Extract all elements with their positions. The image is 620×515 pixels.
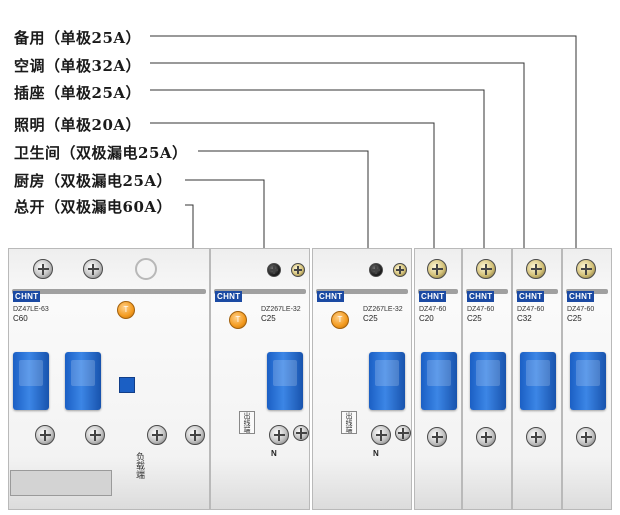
brand-logo: CHNT (317, 291, 345, 302)
rating-label: C20 (419, 314, 434, 323)
toggle-lever (65, 352, 101, 410)
breaker-lighting: CHNT DZ47-60 C20 (414, 248, 462, 510)
model-label: DZ47-60 (467, 306, 495, 313)
brand-logo: CHNT (13, 291, 41, 302)
test-button-icon: T (229, 311, 247, 329)
label-lighting: 照明（单极20A） (14, 116, 142, 134)
screw-icon (476, 427, 496, 447)
rating-label: C25 (261, 314, 276, 323)
screw-icon (33, 259, 53, 279)
breaker-ac: CHNT DZ47-60 C32 (512, 248, 562, 510)
screw-icon (147, 425, 167, 445)
toggle-lever (267, 352, 303, 410)
brand-logo: CHNT (517, 291, 545, 302)
brand-logo: CHNT (467, 291, 495, 302)
load-side-label: 负载端 (134, 452, 144, 479)
label-socket: 插座（单极25A） (14, 84, 142, 102)
leader-line-kitchen (185, 179, 265, 252)
screw-icon (576, 259, 596, 279)
test-button-icon: T (331, 311, 349, 329)
toggle-lever (421, 352, 457, 410)
toggle-lever (13, 352, 49, 410)
model-label: DZ47LE-63 (13, 306, 49, 313)
brand-logo: CHNT (419, 291, 447, 302)
screw-icon (393, 263, 407, 277)
screw-icon (185, 425, 205, 445)
model-label: DZ47-60 (567, 306, 595, 313)
leader-line-lighting (150, 122, 435, 252)
rating-label: C32 (517, 314, 532, 323)
terminal-ring-icon (135, 258, 157, 280)
toggle-lever (369, 352, 405, 410)
breaker-bathroom: CHNT DZ267LE-32 C25 T 出线端 N (312, 248, 412, 510)
model-label: DZ47-60 (419, 306, 447, 313)
test-button-icon: T (117, 301, 135, 319)
breaker-spare: CHNT DZ47-60 C25 (562, 248, 612, 510)
leader-line-main (185, 204, 194, 252)
label-ac: 空调（单极32A） (14, 57, 142, 75)
din-foot (10, 470, 112, 496)
neutral-mark: N (271, 449, 277, 458)
toggle-lever (520, 352, 556, 410)
model-label: DZ267LE-32 (261, 306, 301, 313)
rating-label: C25 (467, 314, 482, 323)
toggle-lever (470, 352, 506, 410)
breaker-kitchen: CHNT DZ267LE-32 C25 T 出线端 N (210, 248, 310, 510)
screw-icon (369, 263, 383, 277)
breaker-main: CHNT DZ47LE-63 C60 T (8, 248, 210, 510)
reset-button-icon (119, 377, 135, 393)
label-spare: 备用（单极25A） (14, 29, 142, 47)
label-kitchen: 厨房（双极漏电25A） (14, 172, 173, 190)
model-label: DZ267LE-32 (363, 306, 403, 313)
neutral-mark: N (373, 449, 379, 458)
screw-icon (526, 259, 546, 279)
brand-logo: CHNT (567, 291, 595, 302)
leader-line-spare (150, 35, 577, 252)
rating-label: C60 (13, 314, 28, 323)
screw-icon (35, 425, 55, 445)
outlet-label: 出线端 (341, 411, 357, 434)
toggle-lever (570, 352, 606, 410)
screw-icon (526, 427, 546, 447)
screw-icon (267, 263, 281, 277)
screw-icon (476, 259, 496, 279)
screw-icon (291, 263, 305, 277)
screw-icon (269, 425, 289, 445)
screw-icon (293, 425, 309, 441)
breaker-socket: CHNT DZ47-60 C25 (462, 248, 512, 510)
rating-label: C25 (567, 314, 582, 323)
rating-label: C25 (363, 314, 378, 323)
screw-icon (371, 425, 391, 445)
brand-logo: CHNT (215, 291, 243, 302)
screw-icon (427, 427, 447, 447)
screw-icon (395, 425, 411, 441)
model-label: DZ47-60 (517, 306, 545, 313)
leader-line-ac (150, 62, 525, 252)
outlet-label: 出线端 (239, 411, 255, 434)
label-main: 总开（双极漏电60A） (14, 198, 173, 216)
label-bathroom: 卫生间（双极漏电25A） (14, 144, 188, 162)
screw-icon (85, 425, 105, 445)
leader-line-socket (150, 89, 485, 252)
screw-icon (576, 427, 596, 447)
leader-line-bathroom (198, 150, 369, 252)
screw-icon (83, 259, 103, 279)
screw-icon (427, 259, 447, 279)
